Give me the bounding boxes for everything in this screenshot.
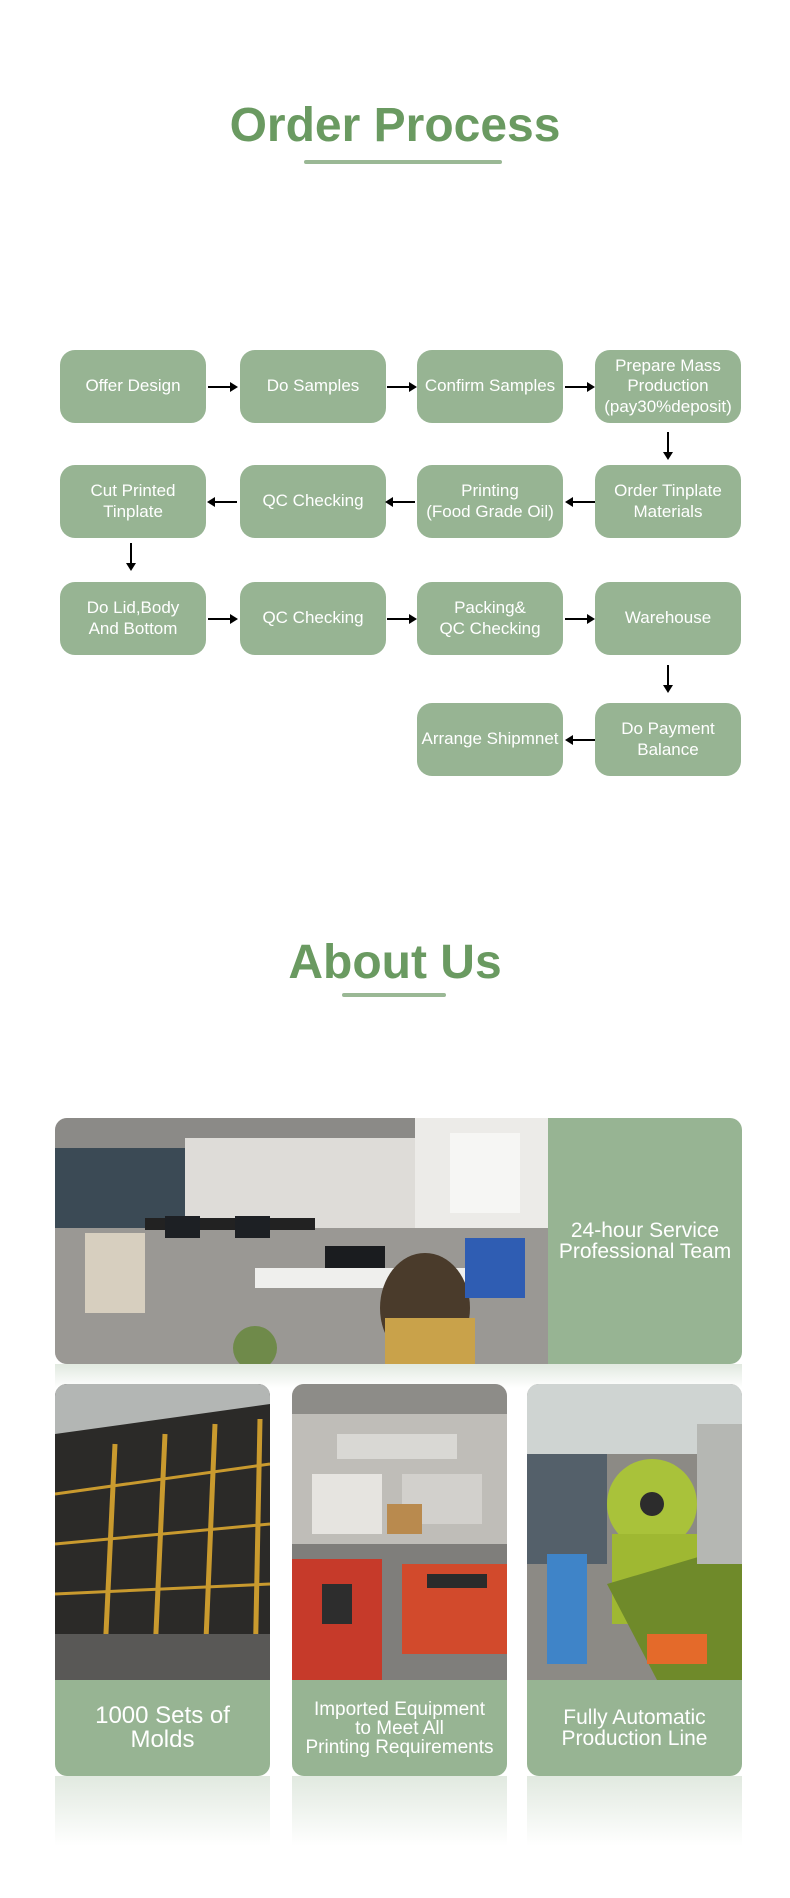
arrow-down-icon <box>126 543 136 571</box>
printing-machines-image <box>292 1384 507 1680</box>
arrow-right-icon <box>208 614 238 624</box>
step-printing: Printing (Food Grade Oil) <box>417 465 563 538</box>
production-line-label: Fully Automatic Production Line <box>527 1680 742 1776</box>
arrow-down-icon <box>663 665 673 693</box>
arrow-right-icon <box>208 382 238 392</box>
equipment-label: Imported Equipment to Meet All Printing … <box>292 1680 507 1776</box>
office-photo <box>55 1118 548 1364</box>
arrow-right-icon <box>565 614 595 624</box>
step-cut-printed-tinplate: Cut Printed Tinplate <box>60 465 206 538</box>
step-arrange-shipment: Arrange Shipmnet <box>417 703 563 776</box>
arrow-right-icon <box>387 382 417 392</box>
card-reflection-1 <box>55 1776 270 1846</box>
card-reflection-2 <box>292 1776 507 1846</box>
production-line-photo <box>527 1384 742 1680</box>
step-do-samples: Do Samples <box>240 350 386 423</box>
production-line-image <box>527 1384 742 1680</box>
service-team-label: 24-hour Service Professional Team <box>548 1118 742 1364</box>
step-warehouse: Warehouse <box>595 582 741 655</box>
order-process-title: Order Process <box>229 99 561 152</box>
arrow-left-icon <box>207 497 237 507</box>
step-do-lid-body-bottom: Do Lid,Body And Bottom <box>60 582 206 655</box>
step-prepare-mass-production: Prepare Mass Production (pay30%deposit) <box>595 350 741 423</box>
arrow-left-icon <box>565 735 595 745</box>
step-qc-checking-2: QC Checking <box>240 582 386 655</box>
arrow-left-icon <box>385 497 415 507</box>
step-qc-checking-1: QC Checking <box>240 465 386 538</box>
order-process-underline <box>304 160 502 164</box>
arrow-left-icon <box>565 497 595 507</box>
step-offer-design: Offer Design <box>60 350 206 423</box>
step-payment-balance: Do Payment Balance <box>595 703 741 776</box>
card-reflection-3 <box>527 1776 742 1846</box>
step-confirm-samples: Confirm Samples <box>417 350 563 423</box>
molds-warehouse-photo <box>55 1384 270 1680</box>
printing-equipment-photo <box>292 1384 507 1680</box>
about-us-title: About Us <box>288 936 502 989</box>
arrow-right-icon <box>565 382 595 392</box>
arrow-right-icon <box>387 614 417 624</box>
arrow-down-icon <box>663 432 673 460</box>
office-scene-image <box>55 1118 548 1364</box>
molds-shelves-image <box>55 1384 270 1680</box>
step-order-tinplate: Order Tinplate Materials <box>595 465 741 538</box>
about-us-underline <box>342 993 446 997</box>
step-packing-qc: Packing& QC Checking <box>417 582 563 655</box>
molds-label: 1000 Sets of Molds <box>55 1680 270 1776</box>
